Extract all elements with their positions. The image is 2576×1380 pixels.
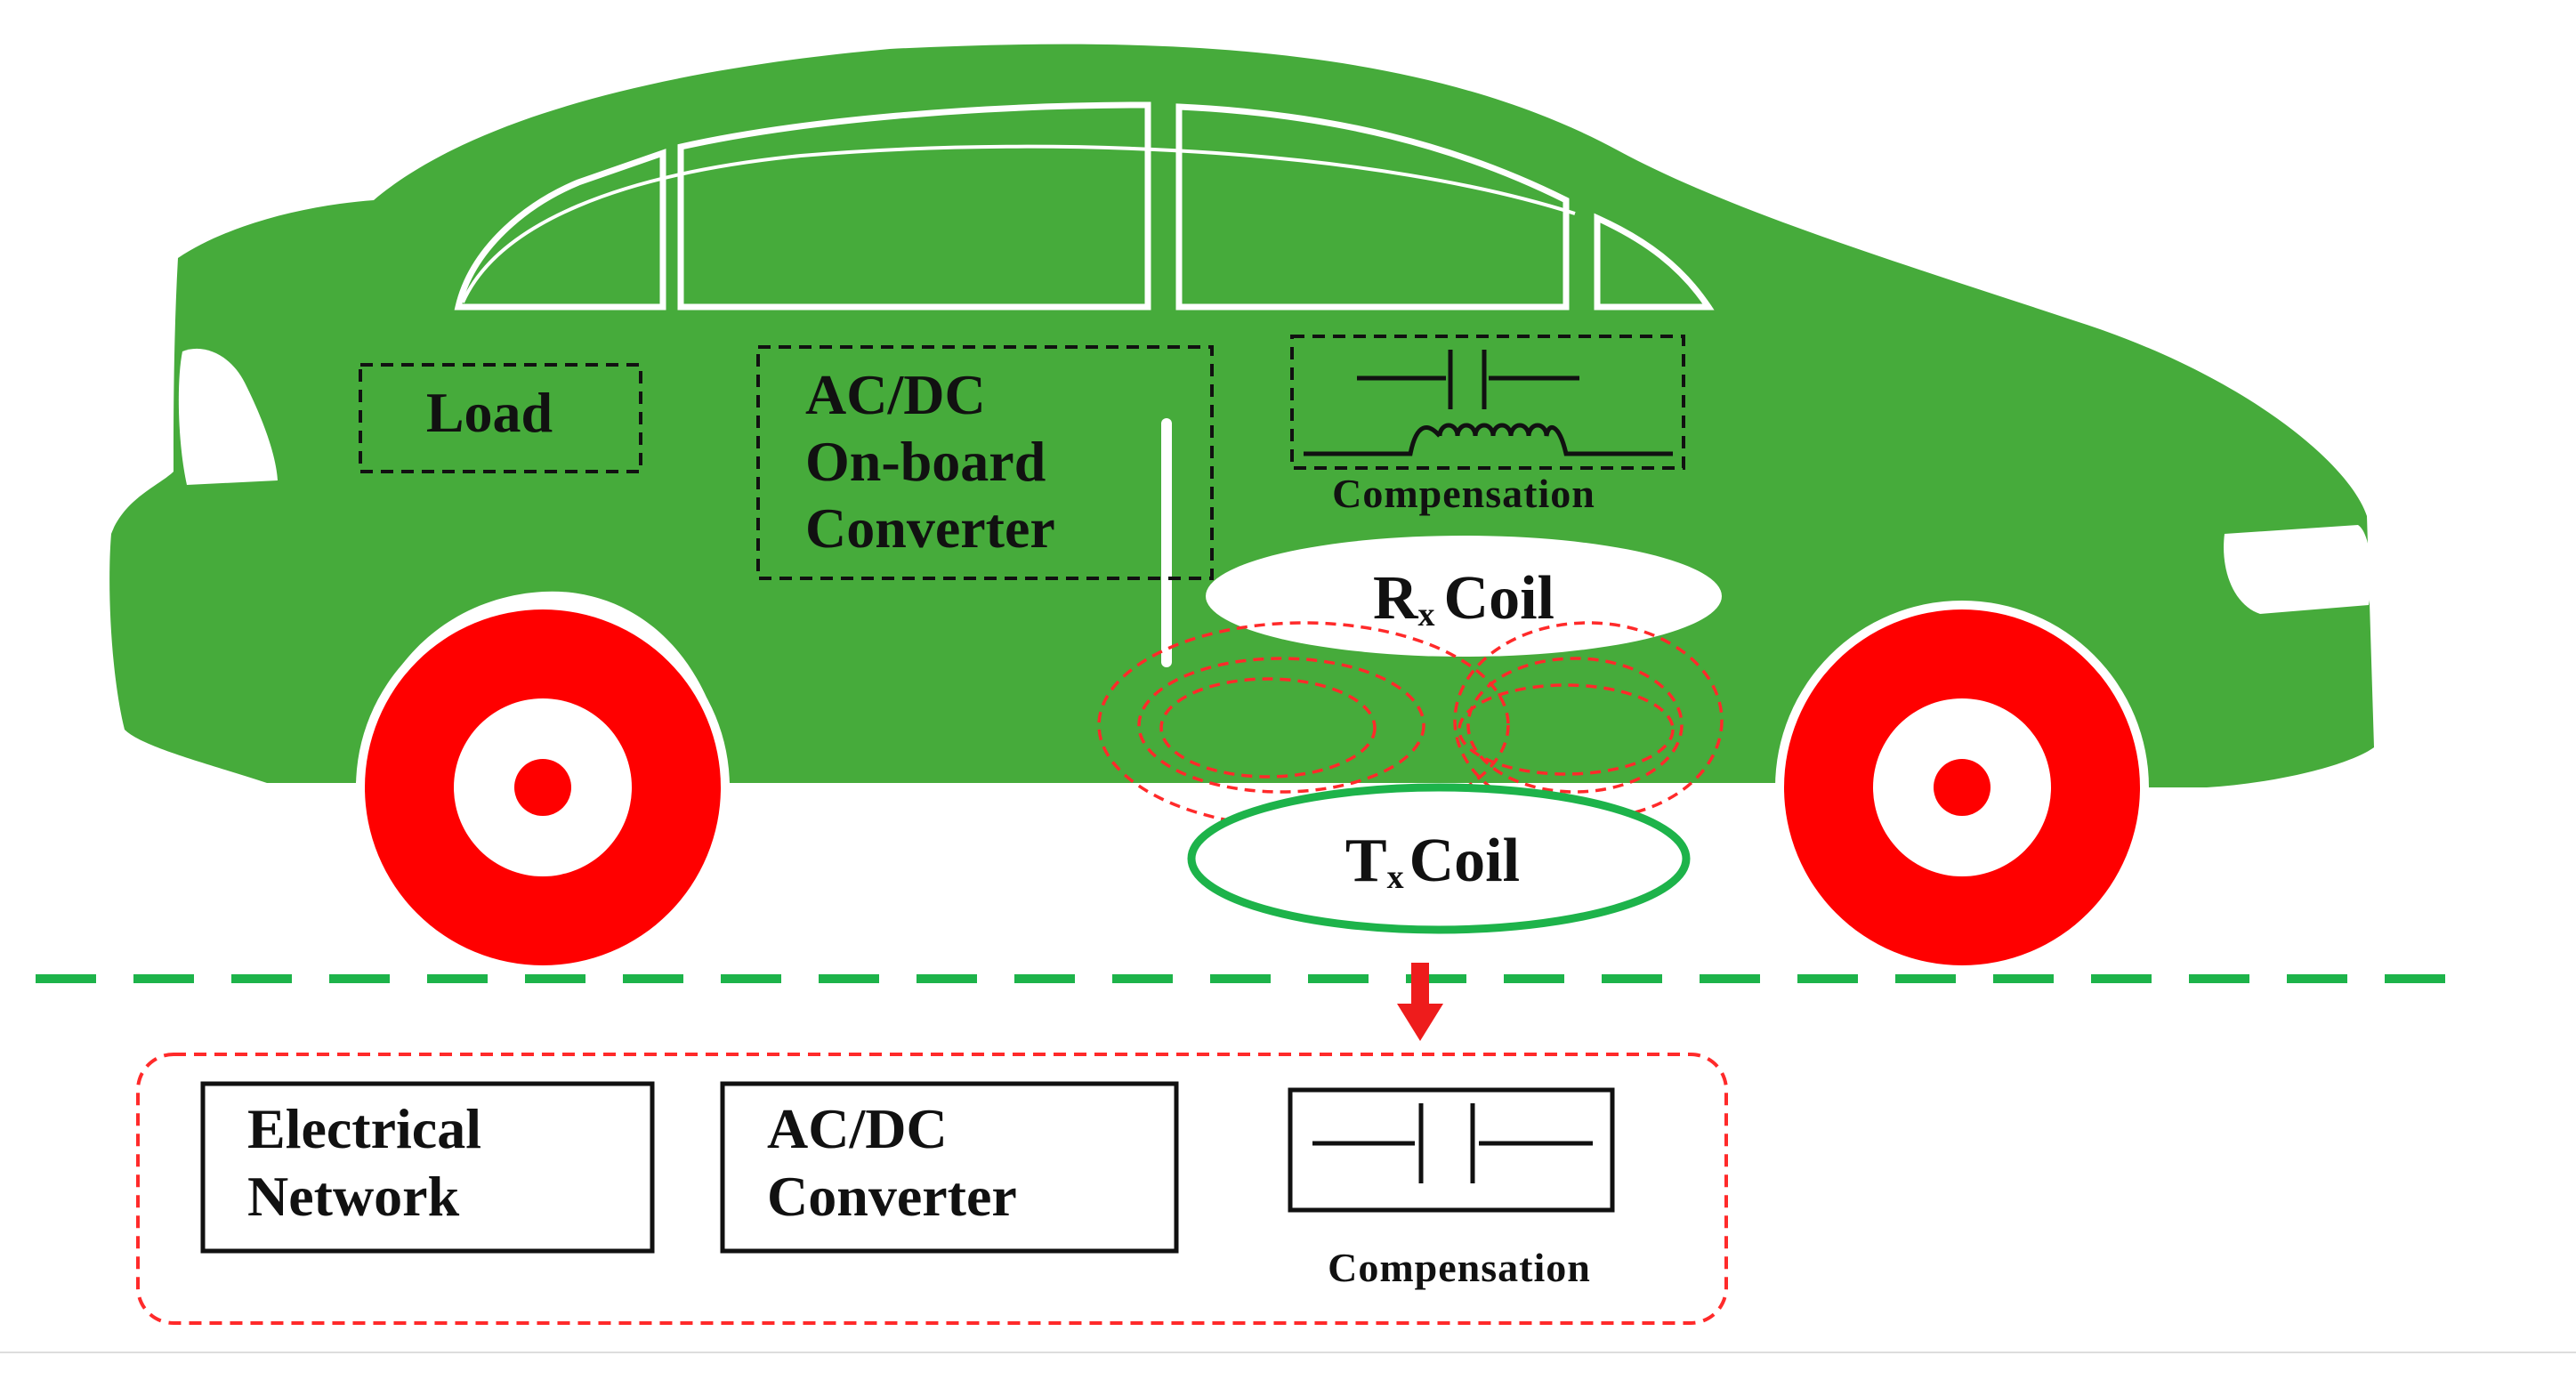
onboard-converter-label-line3: Converter (805, 496, 1055, 560)
windows (454, 101, 1715, 311)
tx-coil (1187, 783, 1691, 934)
onboard-compensation-box (1290, 335, 1685, 470)
ground-compensation-label: Compensation (1328, 1245, 1591, 1290)
ground-compensation-box (1288, 1087, 1615, 1213)
ground-station-box (136, 1053, 1728, 1325)
load-label: Load (426, 381, 553, 444)
window-rear-door (1175, 103, 1570, 311)
window-front-door (677, 101, 1151, 311)
load-box (359, 363, 642, 473)
acdc-converter-label-line1: AC/DC (767, 1097, 948, 1160)
onboard-compensation-label: Compensation (1332, 471, 1595, 516)
rear-light (2224, 525, 2371, 614)
wheel-front (356, 601, 730, 974)
door-seam (1161, 418, 1172, 667)
inductor-icon (1304, 423, 1673, 456)
wheel-rear (1775, 601, 2149, 974)
onboard-converter-label-line1: AC/DC (805, 363, 986, 426)
onboard-converter-box (756, 345, 1214, 580)
electrical-network-box (200, 1081, 655, 1254)
down-arrow-icon (1397, 963, 1443, 1041)
acdc-converter-label-line2: Converter (767, 1165, 1017, 1228)
rx-coil (1206, 536, 1722, 657)
electrical-network-label-line1: Electrical (247, 1097, 481, 1160)
capacitor-icon (1357, 350, 1579, 409)
window-front (454, 149, 666, 311)
window-trim-line (461, 144, 1576, 303)
window-rear (1594, 213, 1715, 311)
acdc-converter-box (720, 1081, 1179, 1254)
front-light (178, 348, 278, 485)
magnetic-field-lines (1097, 621, 1724, 829)
onboard-converter-label-line2: On-board (805, 430, 1046, 493)
car-body (109, 44, 2374, 787)
ground-capacitor-icon (1312, 1103, 1593, 1183)
electrical-network-label-line2: Network (247, 1165, 460, 1228)
tx-coil-label: TxCoil (1345, 827, 1520, 896)
